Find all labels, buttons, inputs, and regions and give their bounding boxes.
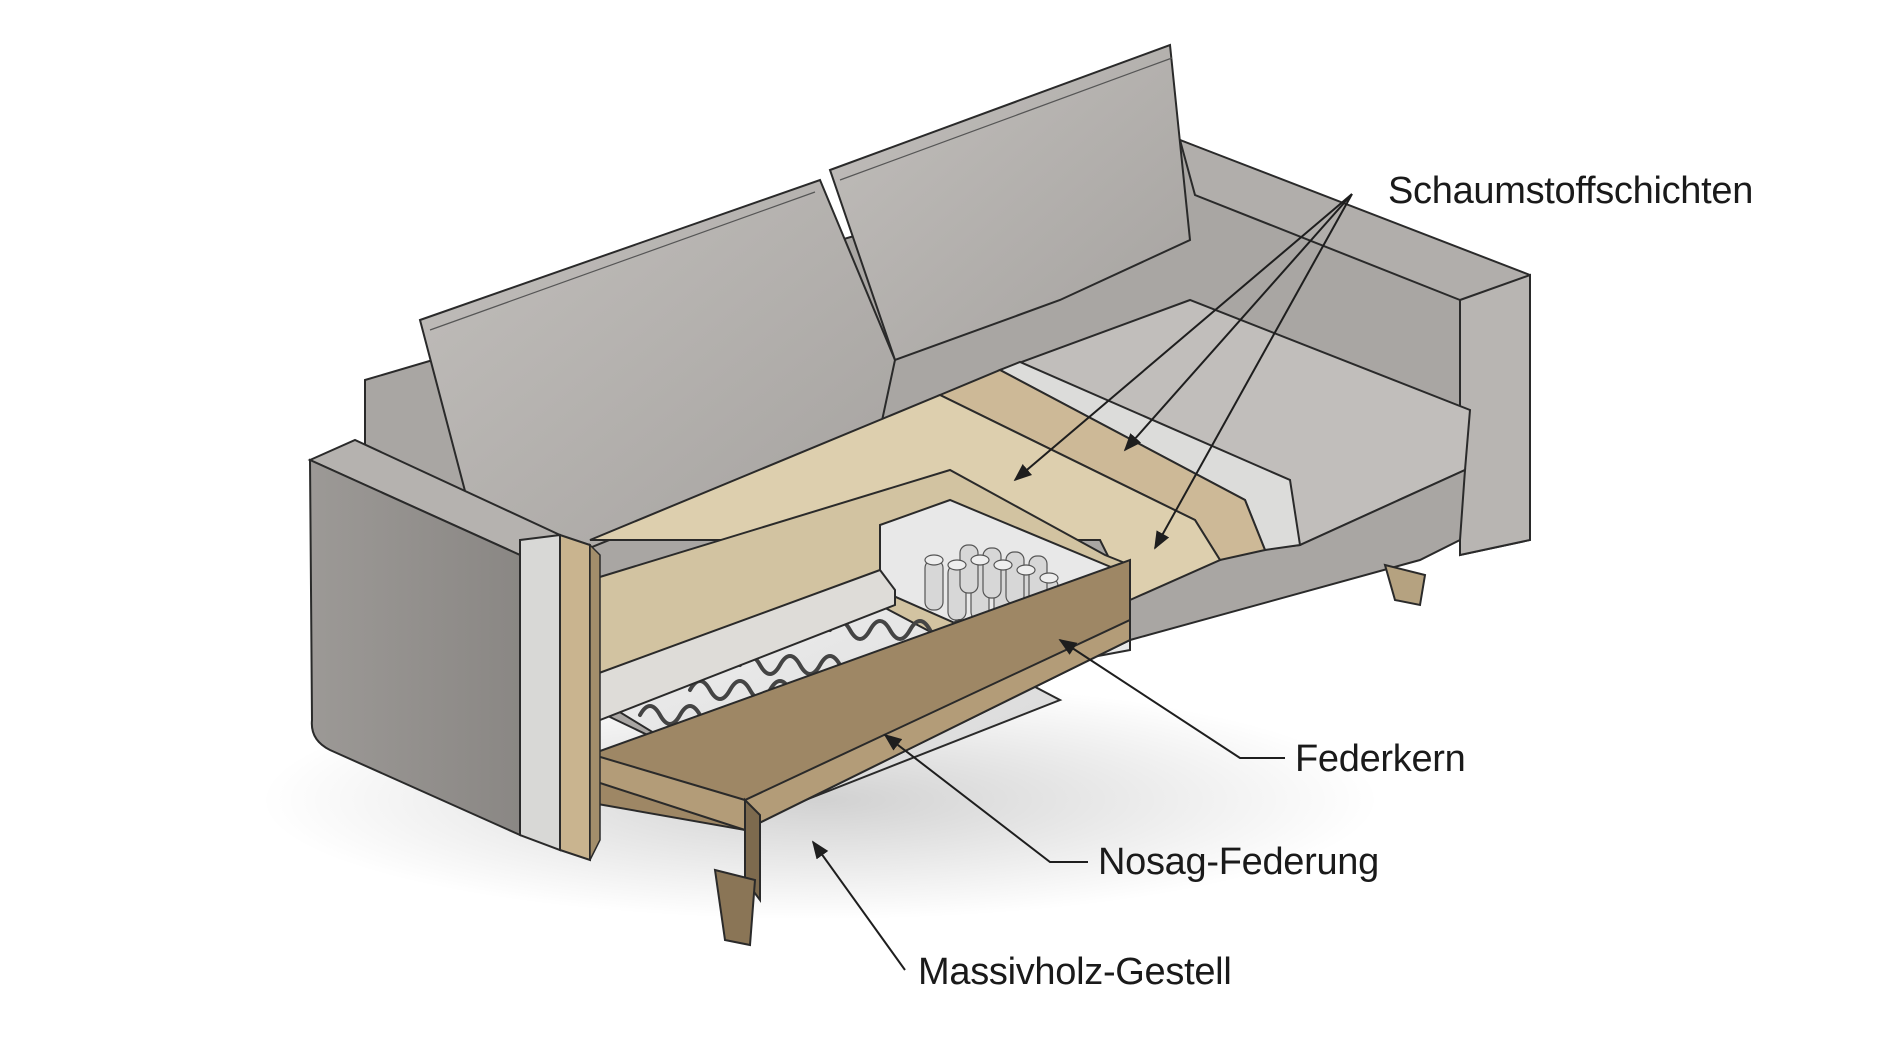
cushion-seam <box>429 191 816 331</box>
back-cushion-right <box>828 43 1192 362</box>
cushion-seam <box>839 57 1173 181</box>
arrow-foam-1 <box>1013 193 1353 482</box>
arrow-foam-3 <box>1154 193 1353 550</box>
arrow-foam-2 <box>1123 193 1353 452</box>
label-federkern: Federkern <box>1295 738 1466 780</box>
leader-lines <box>811 193 1353 971</box>
left-armrest-outer <box>308 458 521 837</box>
arrow-nosag <box>883 733 1088 863</box>
armrest-foam-white <box>519 533 561 852</box>
label-nosag-federung: Nosag-Federung <box>1098 841 1379 883</box>
armrest-frame-beige <box>559 533 591 862</box>
label-schaumstoffschichten: Schaumstoffschichten <box>1388 170 1754 212</box>
front-leg <box>713 868 757 947</box>
wood-frame-end <box>744 797 761 903</box>
label-massivholz-gestell: Massivholz-Gestell <box>918 951 1232 993</box>
arrow-federkern <box>1058 639 1285 759</box>
arrow-massivholz <box>811 840 906 971</box>
armrest-frame-inner <box>589 543 601 861</box>
rear-leg <box>1383 563 1427 607</box>
